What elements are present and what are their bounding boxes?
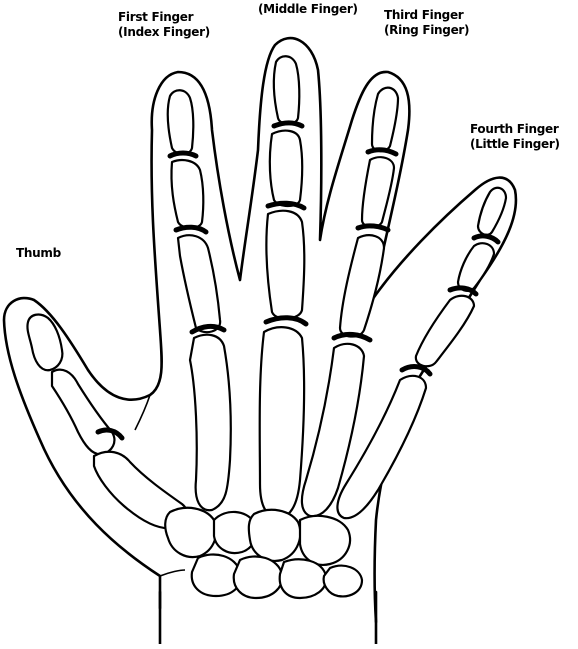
index-dip-joint (170, 153, 196, 156)
ring-distal-phalanx (372, 88, 398, 151)
carpal-triquetrum (280, 559, 326, 598)
index-metacarpal (190, 335, 231, 510)
middle-mcp-joint (266, 318, 306, 324)
index-distal-phalanx (168, 90, 193, 154)
index-finger-bones (168, 90, 231, 510)
thumb-proximal-phalanx (52, 370, 114, 455)
index-pip-joint (176, 227, 206, 232)
label-fourth-finger-line2: (Little Finger) (470, 137, 560, 152)
middle-finger-bones (260, 56, 306, 518)
palm-edge-line (160, 570, 185, 576)
index-proximal-phalanx (178, 235, 220, 332)
index-middle-phalanx (171, 160, 203, 228)
label-first-finger-line1: First Finger (118, 10, 210, 25)
little-distal-phalanx (478, 188, 506, 235)
label-thumb-text: Thumb (16, 246, 61, 260)
label-third-finger-line1: Third Finger (384, 8, 469, 23)
middle-metacarpal (260, 327, 305, 518)
ring-middle-phalanx (362, 157, 394, 227)
label-fourth-finger: Fourth Finger (Little Finger) (470, 122, 560, 152)
carpal-capitate (249, 510, 300, 561)
ring-proximal-phalanx (340, 235, 384, 336)
label-fourth-finger-line1: Fourth Finger (470, 122, 560, 137)
little-mcp-joint (402, 367, 430, 374)
middle-proximal-phalanx (266, 211, 304, 319)
middle-pip-joint (268, 203, 304, 208)
label-first-finger: First Finger (Index Finger) (118, 10, 210, 40)
label-middle-finger: (Middle Finger) (258, 2, 358, 17)
carpal-bones (165, 508, 362, 598)
little-dip-joint (474, 236, 498, 242)
middle-dip-joint (274, 123, 302, 126)
middle-distal-phalanx (274, 56, 299, 124)
ring-dip-joint (368, 150, 396, 154)
little-middle-phalanx (458, 243, 494, 291)
ring-pip-joint (358, 226, 388, 230)
carpal-hamate (300, 516, 350, 565)
thumb-bones (27, 315, 187, 529)
label-third-finger: Third Finger (Ring Finger) (384, 8, 469, 38)
carpal-lunate (234, 556, 282, 598)
label-third-finger-line2: (Ring Finger) (384, 23, 469, 38)
label-middle-finger-line1: (Middle Finger) (258, 2, 358, 17)
carpal-trapezium (165, 508, 216, 557)
label-first-finger-line2: (Index Finger) (118, 25, 210, 40)
carpal-pisiform (324, 566, 362, 597)
label-thumb: Thumb (16, 246, 61, 261)
middle-middle-phalanx (270, 131, 302, 206)
little-proximal-phalanx (416, 296, 474, 367)
